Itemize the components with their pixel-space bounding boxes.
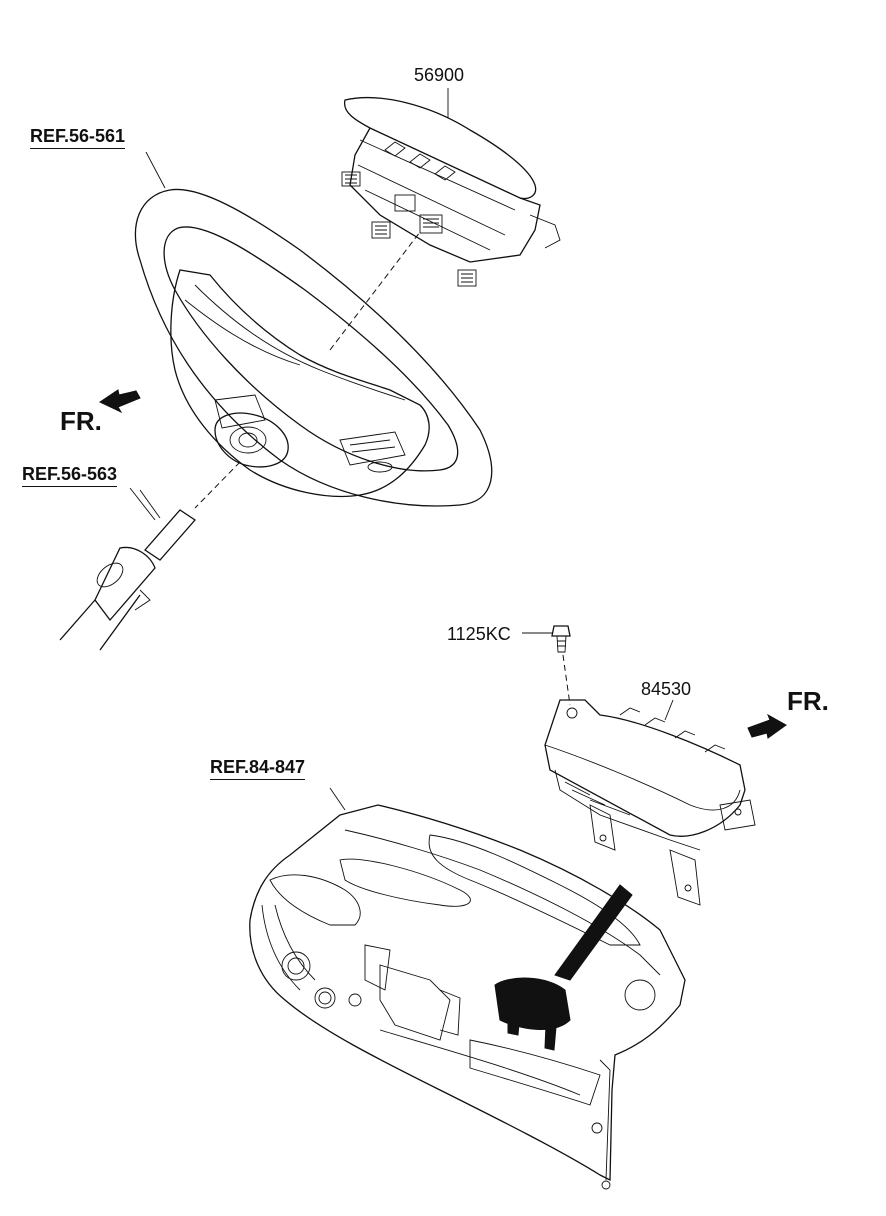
ref-crash-pad-label: REF.84-847 bbox=[210, 757, 306, 780]
bolt-part-number: 1125KC bbox=[447, 624, 511, 644]
crash-pad-drawing bbox=[249, 787, 686, 1190]
passenger-airbag-drawing bbox=[544, 654, 756, 906]
steering-column-drawing bbox=[59, 489, 196, 651]
passenger-airbag-part-number: 84530 bbox=[641, 679, 692, 699]
steering-wheel-drawing bbox=[134, 188, 493, 509]
ref-steering-column-leader bbox=[129, 487, 156, 521]
front-arrow-upper-icon bbox=[98, 389, 141, 414]
ref-steering-wheel-leader bbox=[145, 151, 166, 189]
driver-airbag-part-number: 56900 bbox=[414, 65, 465, 85]
front-arrow-lower-icon bbox=[747, 713, 787, 739]
driver-airbag-drawing bbox=[341, 88, 561, 287]
ref-steering-wheel-label: REF.56-561 bbox=[30, 126, 126, 149]
front-direction-label-lower: FR. bbox=[787, 686, 829, 716]
bolt-drawing bbox=[522, 625, 571, 653]
front-direction-label-upper: FR. bbox=[60, 406, 102, 436]
ref-steering-column-label: REF.56-563 bbox=[22, 464, 118, 487]
